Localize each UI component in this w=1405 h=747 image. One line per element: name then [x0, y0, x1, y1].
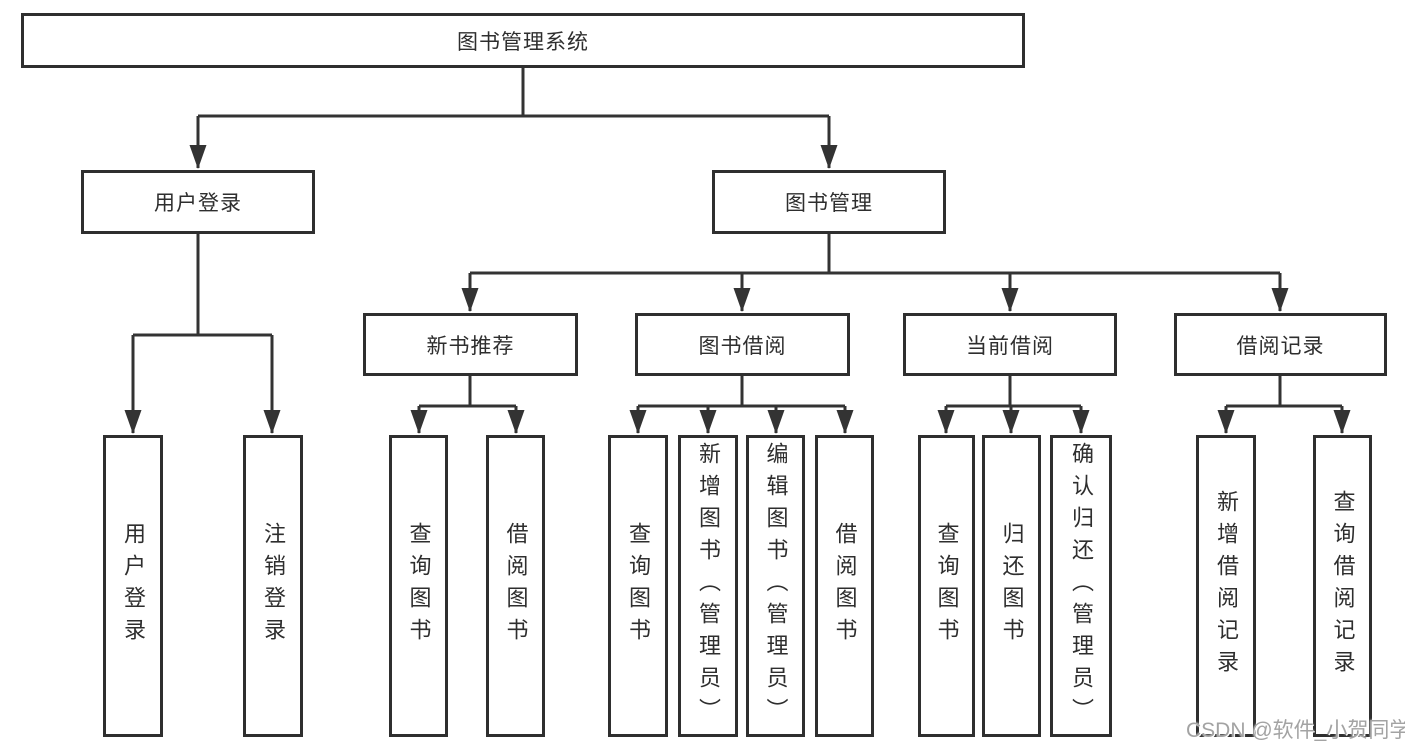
leaf-confirm-return-admin: 确认归还（管理员）: [1050, 435, 1112, 737]
leaf-add-borrow-record: 新增借阅记录: [1196, 435, 1256, 737]
node-label: 新书推荐: [426, 334, 515, 358]
node-new-book-recommend: 新书推荐: [363, 313, 578, 376]
leaf-add-book-admin: 新增图书（管理员）: [678, 435, 738, 737]
leaf-query-books-recommend: 查询图书: [389, 435, 448, 737]
node-label: 图书管理系统: [457, 30, 589, 54]
node-borrow-records: 借阅记录: [1174, 313, 1387, 376]
leaf-label: 用户登录: [121, 522, 146, 650]
csdn-watermark: CSDN @软件_小贺同学: [1186, 719, 1405, 742]
node-label: 图书管理: [785, 192, 873, 215]
leaf-edit-book-admin: 编辑图书（管理员）: [746, 435, 805, 737]
node-current-borrowing: 当前借阅: [903, 313, 1117, 376]
leaf-label: 确认归还（管理员）: [1069, 442, 1094, 730]
node-label: 图书借阅: [698, 334, 787, 358]
tree-skeleton-lines: [133, 68, 1342, 408]
leaf-borrow-books-borrowing: 借阅图书: [815, 435, 874, 737]
leaf-label: 新增图书（管理员）: [696, 442, 721, 730]
node-user-login: 用户登录: [81, 170, 315, 234]
node-label: 用户登录: [154, 192, 242, 215]
node-book-management: 图书管理: [712, 170, 946, 234]
leaf-query-books-current: 查询图书: [918, 435, 975, 737]
node-book-borrowing: 图书借阅: [635, 313, 850, 376]
node-label: 借阅记录: [1236, 334, 1325, 358]
leaf-label: 归还图书: [999, 522, 1025, 650]
leaf-label: 借阅图书: [832, 522, 858, 650]
leaf-query-borrow-record: 查询借阅记录: [1313, 435, 1372, 737]
leaf-return-book: 归还图书: [982, 435, 1041, 737]
leaf-query-books-borrowing: 查询图书: [608, 435, 668, 737]
leaf-label: 查询图书: [934, 522, 960, 650]
leaf-label: 注销登录: [261, 522, 286, 650]
leaf-user-login: 用户登录: [103, 435, 163, 737]
leaf-label: 借阅图书: [503, 522, 529, 650]
leaf-borrow-books-recommend: 借阅图书: [486, 435, 545, 737]
leaf-label: 查询借阅记录: [1330, 490, 1356, 682]
leaf-label: 编辑图书（管理员）: [763, 442, 789, 730]
leaf-label: 查询图书: [626, 522, 651, 650]
node-label: 当前借阅: [966, 334, 1054, 358]
leaf-label: 新增借阅记录: [1214, 490, 1239, 682]
leaf-logout: 注销登录: [243, 435, 303, 737]
leaf-label: 查询图书: [406, 522, 432, 650]
node-book-management-system: 图书管理系统: [21, 13, 1025, 68]
